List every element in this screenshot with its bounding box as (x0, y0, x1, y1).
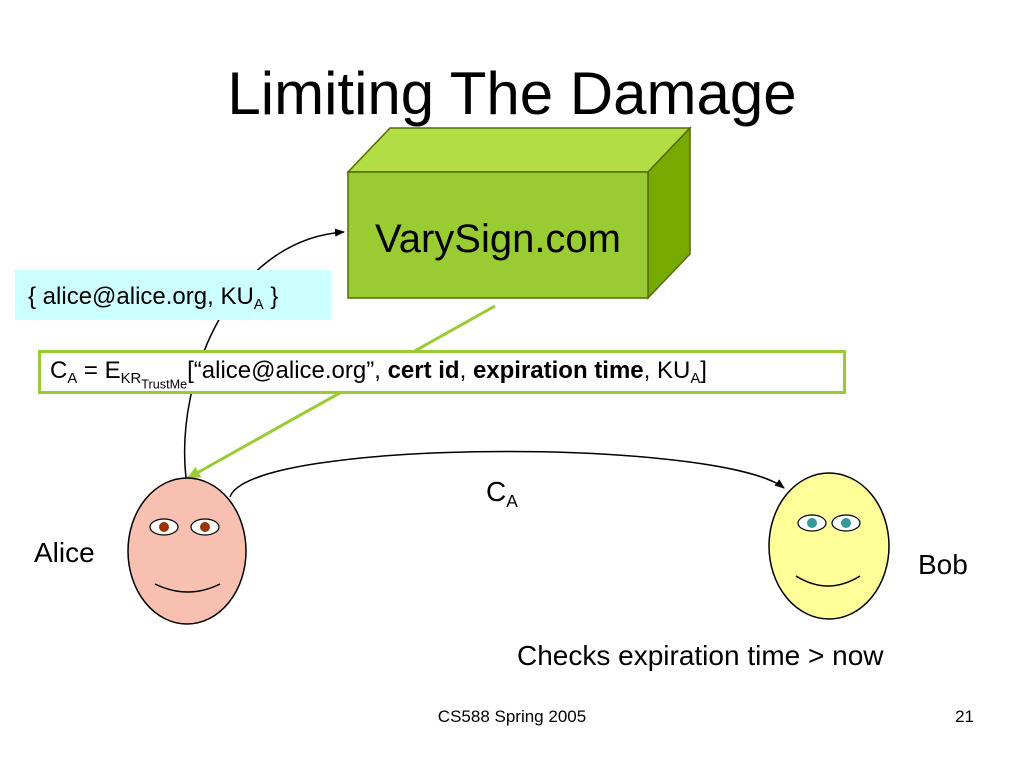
ca-box-front (347, 171, 649, 299)
bob-check-text: Checks expiration time > now (517, 640, 884, 671)
bob-head (768, 472, 890, 620)
certificate-box (38, 350, 846, 394)
cert-id-term: cert id (387, 357, 460, 384)
page-number: 21 (955, 707, 974, 726)
bob-label: Bob (918, 549, 968, 580)
ca-box-top (346, 127, 692, 173)
transfer-arrow (229, 450, 785, 498)
alice-smile (154, 583, 221, 593)
alice-left-pupil (159, 522, 169, 532)
alice-head (127, 477, 247, 625)
bob-smile (795, 575, 861, 587)
transfer-label: CA (486, 476, 518, 512)
slide-title: Limiting The Damage (227, 60, 797, 127)
key-request-text: { alice@alice.org, KUA } (28, 283, 279, 314)
bob-left-pupil (807, 518, 817, 528)
bob-right-pupil (841, 518, 851, 528)
ca-box-label: VarySign.com (374, 217, 621, 261)
alice-right-pupil (200, 522, 210, 532)
key-request-box (15, 270, 331, 320)
alice-face (127, 477, 247, 625)
bob-face (768, 472, 890, 620)
slide-footer: CS588 Spring 2005 (437, 707, 587, 726)
request-arrow (183, 228, 345, 479)
expiration-time-term: expiration time (472, 357, 644, 384)
certificate-formula: CA = EKRTrustMe[“alice@alice.org”, cert … (50, 357, 707, 392)
ca-box (346, 126, 692, 300)
alice-label: Alice (34, 537, 95, 568)
